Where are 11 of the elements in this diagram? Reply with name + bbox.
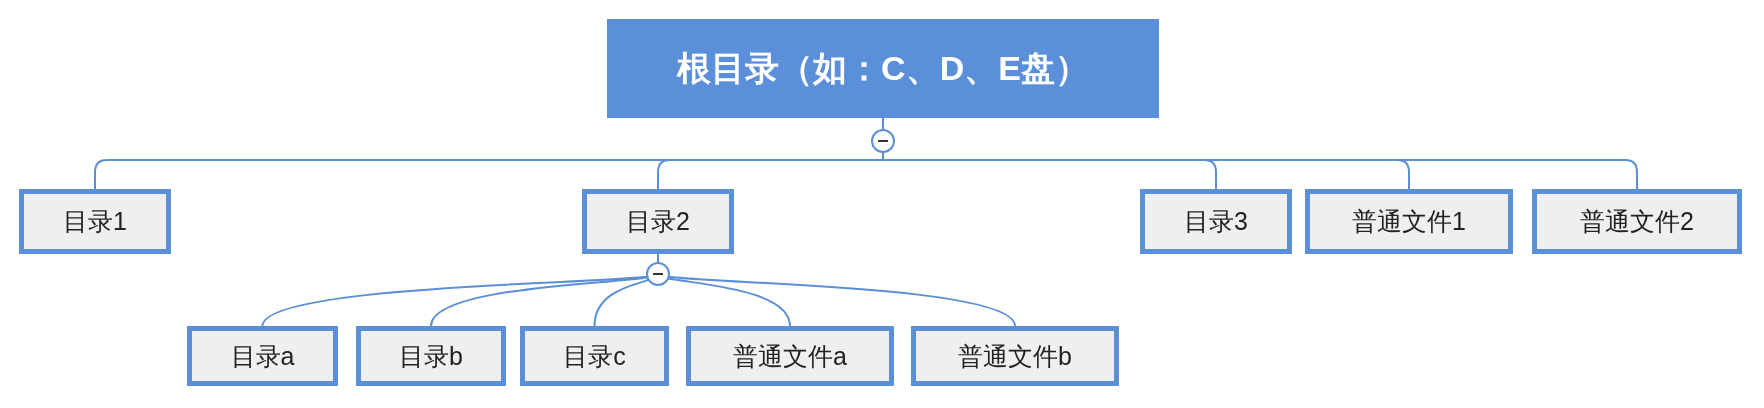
folder-box: 普通文件2 <box>1532 189 1742 254</box>
folder-box: 普通文件b <box>911 326 1119 386</box>
folder-box: 目录c <box>520 326 669 386</box>
folder-box: 目录2 <box>582 189 734 254</box>
folder-box: 目录a <box>187 326 338 386</box>
folder-box: 目录1 <box>19 189 171 254</box>
folder-box: 普通文件a <box>686 326 894 386</box>
folder-box: 普通文件1 <box>1305 189 1513 254</box>
folder-box: 目录3 <box>1140 189 1292 254</box>
folder-box: 目录b <box>356 326 506 386</box>
root-box: 根目录（如：C、D、E盘） <box>607 19 1159 118</box>
